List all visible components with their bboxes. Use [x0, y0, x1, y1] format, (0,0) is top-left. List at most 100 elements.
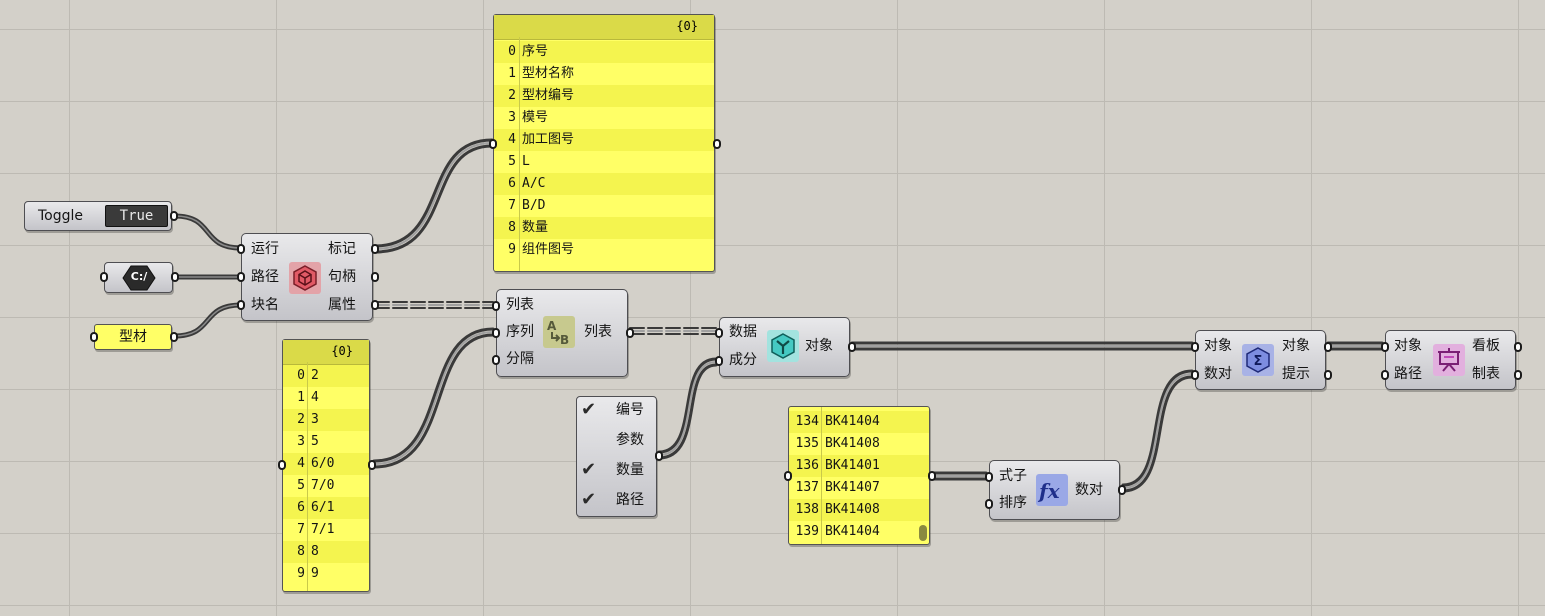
wire-checklist-component: [657, 357, 718, 460]
presentation-board-icon: [1433, 344, 1465, 376]
block-export-component[interactable]: 运行 路径 块名 标记 句柄 属性: [237, 233, 379, 321]
check-icon[interactable]: ✔: [581, 459, 597, 480]
input-grip-list[interactable]: [492, 301, 500, 311]
check-icon[interactable]: ✔: [581, 399, 597, 420]
input-label-path: 路径: [251, 269, 279, 285]
input-grip-separator[interactable]: [492, 355, 500, 365]
input-label-object: 对象: [1204, 338, 1232, 354]
panel-header: {0}: [494, 15, 714, 40]
output-grip-object[interactable]: [1324, 342, 1332, 352]
panel-path-label: {0}: [331, 344, 353, 358]
board-component[interactable]: 对象 路径 看板 制表: [1381, 330, 1522, 390]
input-grip-formula[interactable]: [985, 472, 993, 482]
block-name-panel[interactable]: 型材: [90, 324, 178, 350]
object-component[interactable]: 数据 成分 对象: [715, 317, 856, 377]
seq-panel-output-grip[interactable]: [368, 460, 376, 470]
seq-panel-input-grip[interactable]: [278, 460, 286, 470]
panel-scrollbar[interactable]: [919, 525, 927, 541]
input-grip-path[interactable]: [237, 272, 245, 282]
output-label-object: 对象: [805, 338, 833, 354]
output-grip-board[interactable]: [1514, 342, 1522, 352]
expression-component[interactable]: 式子 排序 fx 数对: [985, 460, 1126, 520]
input-label-path: 路径: [1394, 366, 1422, 382]
output-grip-handle[interactable]: [371, 272, 379, 282]
toggle-label: Toggle: [38, 208, 84, 224]
input-grip-component[interactable]: [715, 356, 723, 366]
code-panel-input-grip[interactable]: [784, 471, 792, 481]
panel-path-label: {0}: [676, 19, 698, 33]
file-path-icon: [122, 265, 156, 291]
input-label-pairs: 数对: [1204, 366, 1232, 382]
tag-panel-output-grip[interactable]: [713, 139, 721, 149]
block-panel-input-grip[interactable]: [90, 332, 98, 342]
wire-object-sum: [850, 341, 1194, 351]
toggle-output-grip[interactable]: [170, 211, 178, 221]
block-panel-output-grip[interactable]: [170, 332, 178, 342]
sum-component[interactable]: 对象 数对 Σ 对象 提示: [1191, 330, 1332, 390]
list-reorder-component[interactable]: 列表 序列 分隔 A B 列表: [492, 289, 634, 377]
check-icon[interactable]: ✔: [581, 489, 597, 510]
path-parameter[interactable]: C:/: [100, 262, 179, 293]
wire-sum-board: [1326, 341, 1384, 351]
input-grip-path[interactable]: [1381, 370, 1389, 380]
toggle-value-button[interactable]: True: [105, 205, 168, 227]
path-param-output-grip[interactable]: [171, 272, 179, 282]
output-label-pairs: 数对: [1075, 482, 1103, 498]
checklist-item-label: 编号: [616, 402, 644, 418]
path-param-input-grip[interactable]: [100, 272, 108, 282]
checklist-output-grip[interactable]: [655, 451, 663, 461]
input-grip-sequence[interactable]: [492, 328, 500, 338]
input-grip-data[interactable]: [715, 328, 723, 338]
output-grip-list[interactable]: [626, 328, 634, 338]
hexagon-y-icon: [767, 330, 799, 362]
wire-tag-output: [373, 138, 494, 254]
tag-panel-input-grip[interactable]: [489, 139, 497, 149]
output-grip-table[interactable]: [1514, 370, 1522, 380]
output-grip-pairs[interactable]: [1118, 485, 1126, 495]
output-grip-hint[interactable]: [1324, 370, 1332, 380]
input-label-data: 数据: [729, 324, 757, 340]
panel-header: {0}: [283, 340, 369, 365]
wire-seq-input: [372, 327, 495, 469]
input-label-sequence: 序列: [506, 324, 534, 340]
boolean-toggle[interactable]: Toggle True: [24, 201, 178, 231]
input-grip-pairs[interactable]: [1191, 370, 1199, 380]
svg-text:Σ: Σ: [1254, 354, 1263, 369]
input-grip-object[interactable]: [1191, 342, 1199, 352]
svg-text:B: B: [560, 333, 569, 347]
output-grip-attr[interactable]: [371, 300, 379, 310]
input-grip-sort[interactable]: [985, 499, 993, 509]
output-grip-object[interactable]: [848, 342, 856, 352]
code-panel-output-grip[interactable]: [928, 471, 936, 481]
svg-text:fx: fx: [1037, 479, 1061, 503]
input-grip-run[interactable]: [237, 244, 245, 254]
output-label-object: 对象: [1282, 338, 1310, 354]
checklist-item-label: 参数: [616, 432, 644, 448]
output-label-handle: 句柄: [328, 269, 356, 285]
input-grip-blockname[interactable]: [237, 300, 245, 310]
input-grip-object[interactable]: [1381, 342, 1389, 352]
output-grip-tag[interactable]: [371, 244, 379, 254]
value-checklist[interactable]: ✔ 编号 参数 ✔ 数量 ✔ 路径: [576, 396, 663, 517]
block-name-value: 型材: [119, 329, 147, 345]
